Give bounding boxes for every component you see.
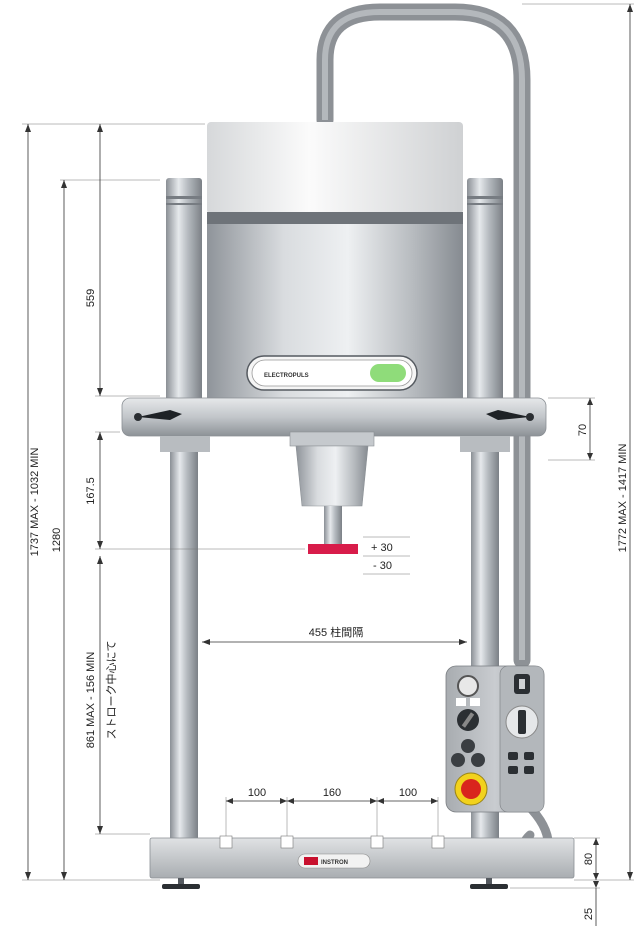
stroke-plus-label: + 30: [371, 542, 393, 554]
column-spacing-label: 455 柱間隔: [309, 625, 363, 639]
right-lock-lever-icon[interactable]: [486, 410, 530, 420]
crosshead: [121, 397, 547, 452]
crosshead-gap-label: 167.5: [85, 477, 97, 505]
stroke-center-height-label: 861 MAX - 156 MIN: [85, 652, 97, 749]
left-column: [166, 178, 202, 840]
instron-logo-icon: [304, 857, 318, 865]
stroke-center-note: ストローク中心にて: [105, 641, 118, 740]
actuator: ELECTROPULS: [207, 122, 463, 402]
frame-height-label: 1280: [51, 528, 63, 552]
jog-right-button[interactable]: [471, 753, 485, 767]
load-cell: [289, 431, 375, 544]
slot-spacing-right-label: 100: [399, 787, 417, 799]
slot-spacing-left-label: 100: [248, 787, 266, 799]
total-height-label: 1772 MAX - 1417 MIN: [617, 444, 629, 553]
left-lock-lever-icon[interactable]: [138, 410, 182, 420]
jog-left-button[interactable]: [451, 753, 465, 767]
stroke-minus-label: - 30: [373, 560, 392, 572]
jog-up-button[interactable]: [461, 739, 475, 753]
actuator-height-label: 559: [85, 289, 97, 307]
slot-spacing-center-label: 160: [323, 787, 341, 799]
base-height-label: 80: [583, 853, 595, 865]
overall-height-label: 1737 MAX - 1032 MIN: [29, 448, 41, 557]
specimen: [308, 544, 358, 554]
base-brand-label: INSTRON: [321, 860, 348, 866]
crosshead-thickness-label: 70: [577, 424, 589, 436]
base: INSTRON: [149, 835, 575, 879]
leveling-feet: [162, 878, 508, 889]
power-button[interactable]: [457, 675, 479, 697]
foot-height-label: 25: [583, 908, 595, 920]
control-pendant: [445, 665, 545, 813]
status-led: [370, 364, 406, 382]
actuator-brand-label: ELECTROPULS: [264, 373, 309, 379]
